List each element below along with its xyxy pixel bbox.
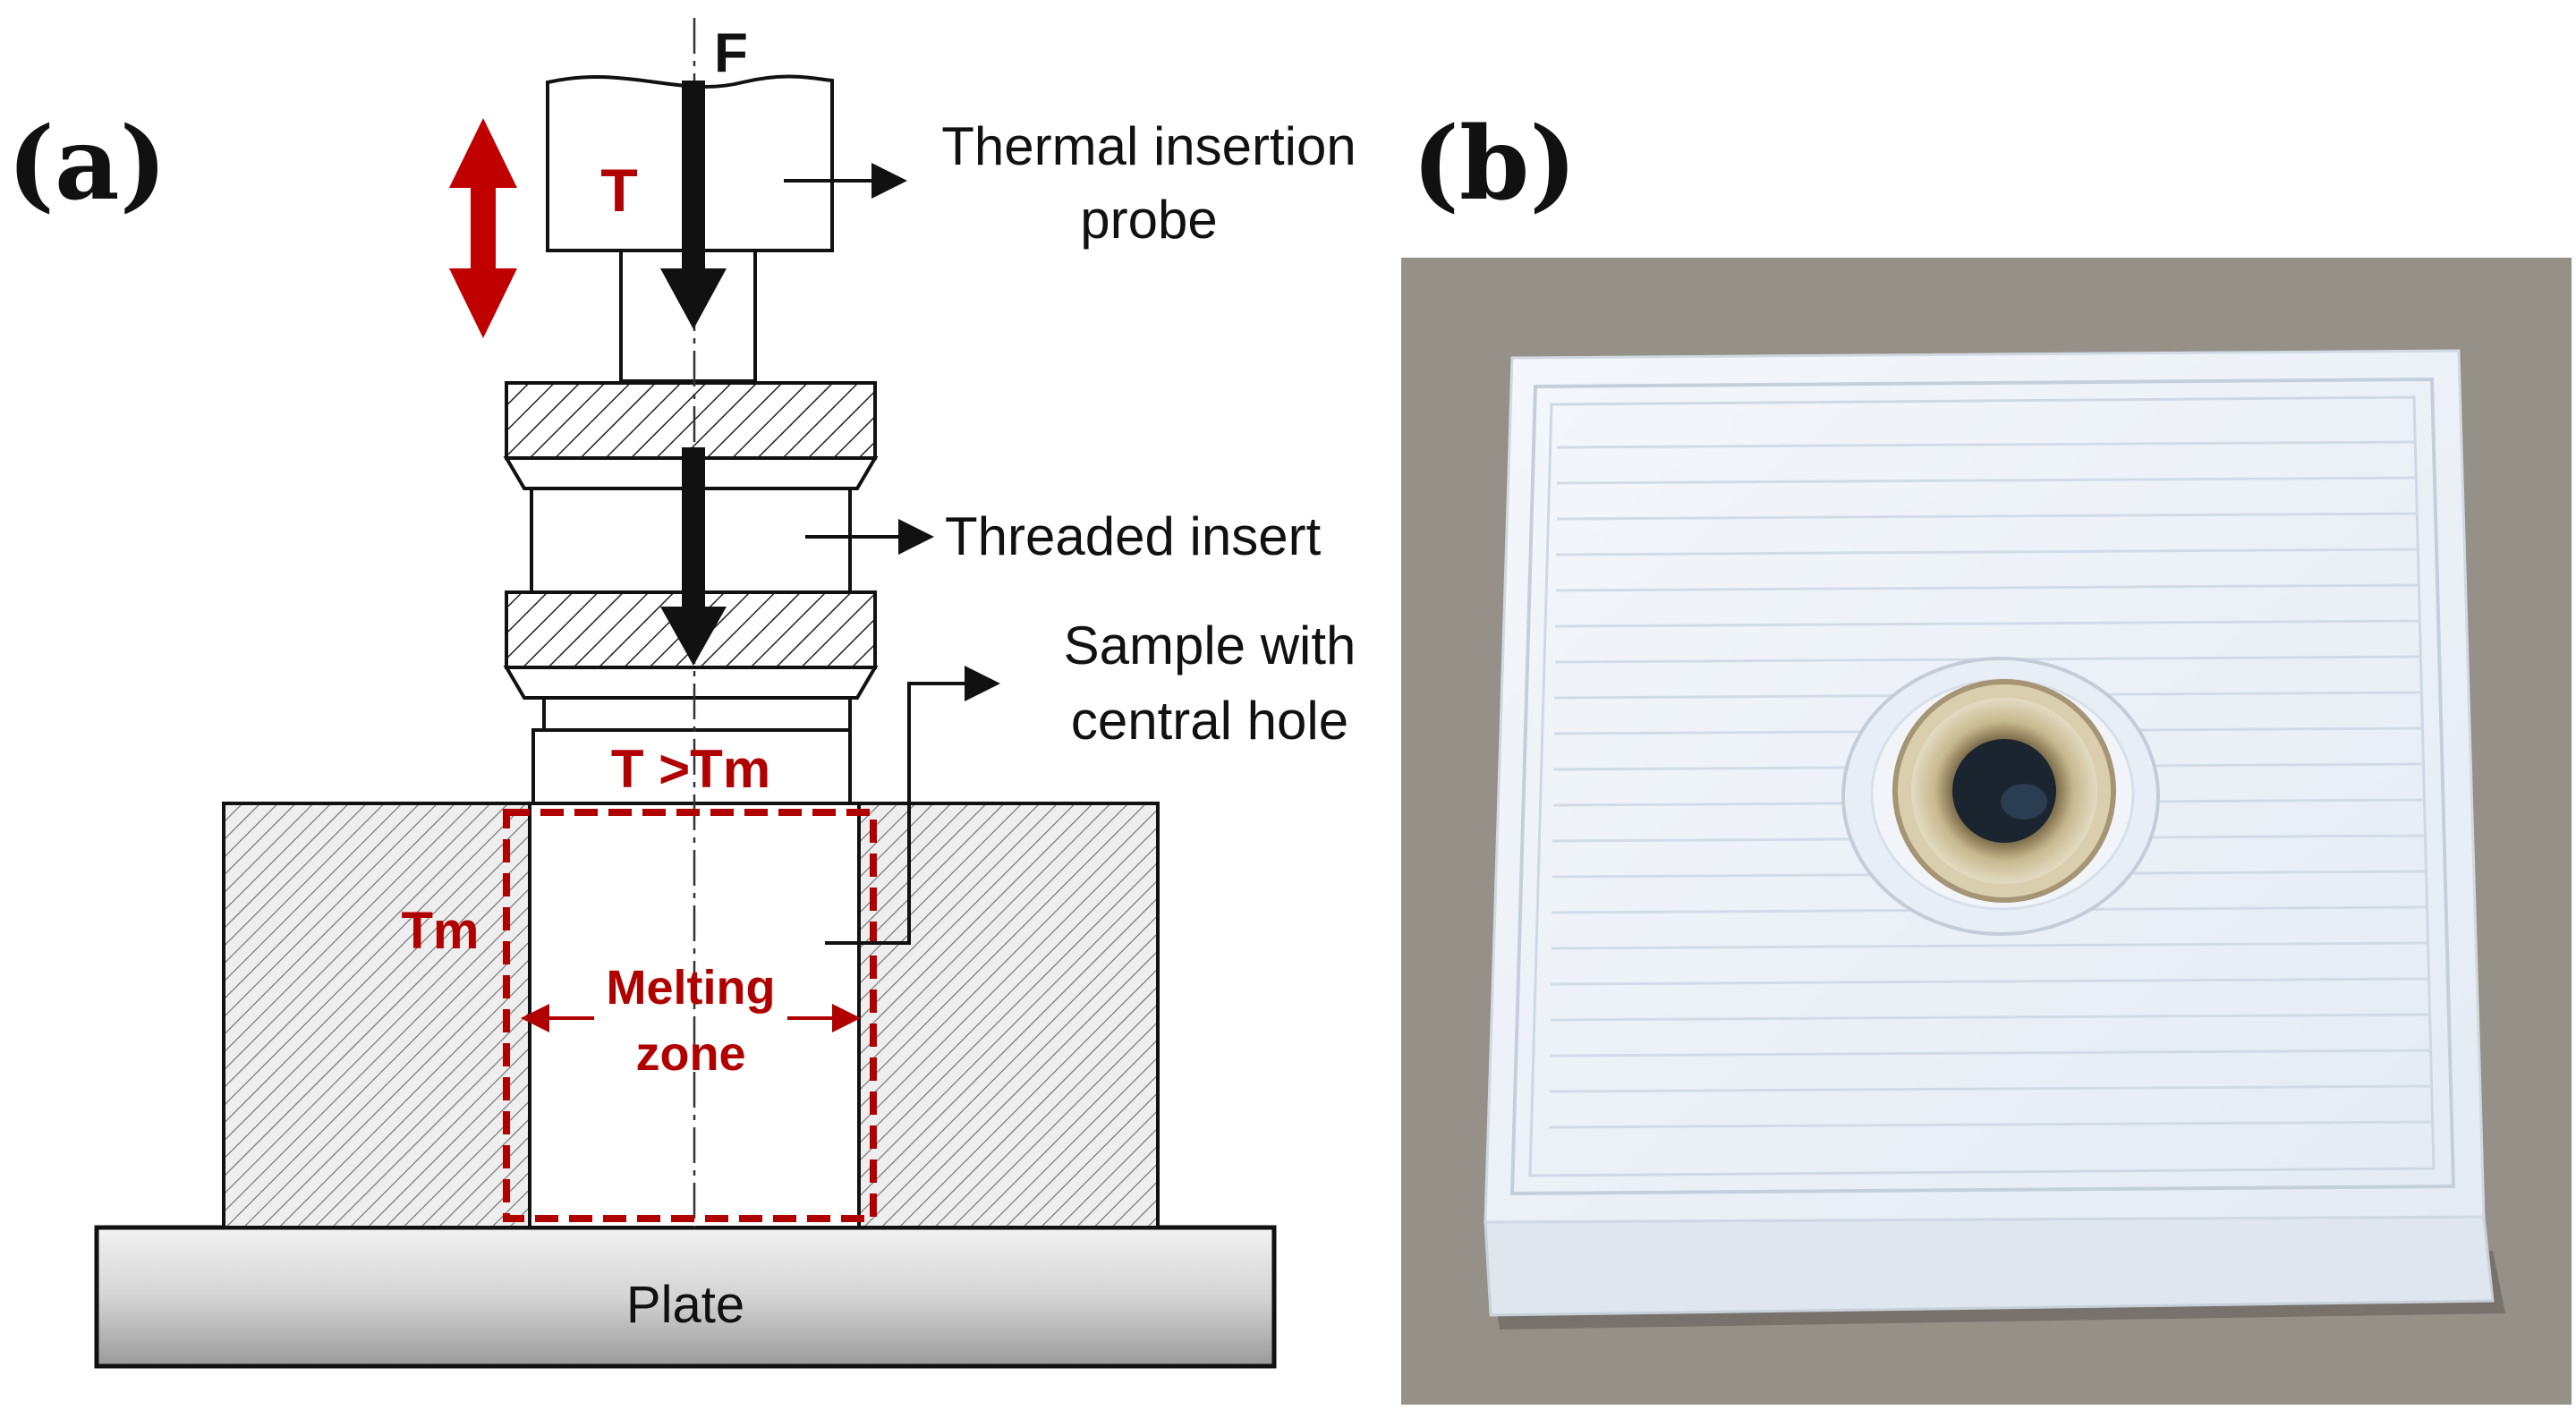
force-arrow-shaft-upper [682, 81, 705, 268]
melting-zone-label-line2: zone [635, 1027, 745, 1081]
panel-b-label: (b) [1412, 106, 1577, 223]
sample-left-wall [222, 802, 531, 1229]
panel-b: (b) [1401, 106, 2572, 1405]
probe-callout-line1: Thermal insertion [941, 116, 1356, 176]
plate-label: Plate [626, 1276, 744, 1334]
sample-callout-arrow [825, 666, 1000, 945]
plate [94, 1225, 1277, 1369]
force-label: F [714, 22, 748, 84]
brass-insert-icon [1892, 679, 2116, 903]
melting-zone-label-line1: Melting [607, 961, 776, 1015]
printed-sample-photo [1401, 258, 2572, 1405]
sample-callout-line1: Sample with [1064, 616, 1356, 675]
force-arrow-head-upper [660, 268, 727, 329]
melting-zone-outline [503, 809, 877, 1222]
panel-a: (a) Plate F T T >Tm Tm [7, 18, 1356, 1369]
insert-lower-chamfer [503, 666, 879, 700]
insert-callout-label: Threaded insert [945, 506, 1322, 566]
insert-tip [531, 728, 852, 805]
insert-upper-knurl [505, 381, 877, 460]
force-arrow-shaft-lower [682, 447, 705, 608]
motion-double-arrow-icon [449, 118, 517, 338]
sample-right-wall [857, 802, 1160, 1229]
probe-temperature-label: T [600, 157, 638, 225]
force-arrow-head-lower [660, 607, 727, 666]
probe-callout-line2: probe [1080, 190, 1217, 250]
panel-a-label: (a) [7, 106, 167, 223]
sample-callout-line2: central hole [1071, 691, 1348, 751]
insert-neck [542, 696, 852, 732]
insert-temperature-label: T >Tm [611, 739, 770, 799]
print-layer-lines [1548, 440, 2434, 1129]
sample-temperature-label: Tm [402, 902, 480, 960]
